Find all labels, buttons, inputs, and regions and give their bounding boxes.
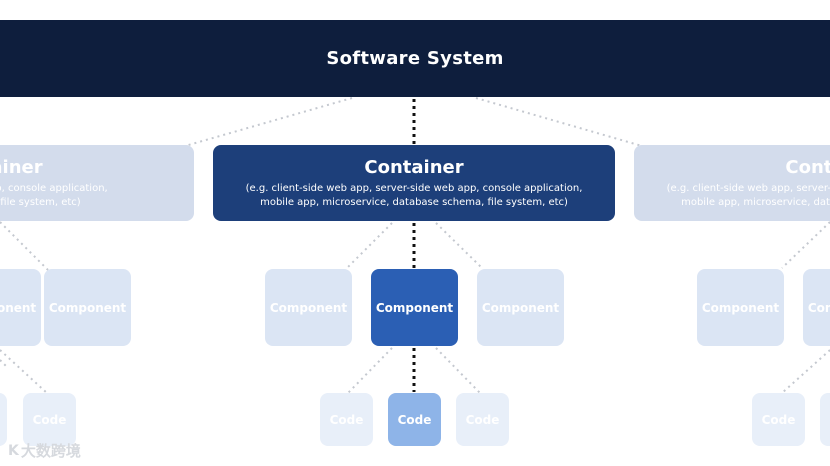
connector-left-component-to-code-2 xyxy=(0,359,7,367)
connector-right-component-to-code xyxy=(781,349,830,394)
component-right-1: Component xyxy=(697,269,784,346)
connector-right-container-to-component xyxy=(781,221,830,269)
watermark-text: 大数跨境 xyxy=(20,442,81,460)
connector-center-component-to-left-code xyxy=(347,347,393,394)
code-label: Code xyxy=(329,412,364,427)
container-right-desc-line1: (e.g. client-side web app, server-side w… xyxy=(666,182,830,194)
component-left-2: Component xyxy=(44,269,131,346)
container-center: Container (e.g. client-side web app, ser… xyxy=(213,145,615,221)
code-label: Code xyxy=(465,412,500,427)
code-right-2: Code xyxy=(820,393,830,446)
connector-left-container-to-component xyxy=(0,221,49,271)
component-label: Component xyxy=(48,300,127,315)
component-center-3: Component xyxy=(477,269,564,346)
container-center-desc-line2: mobile app, microservice, database schem… xyxy=(260,196,568,208)
container-left-desc-line1: (e.g. client-side web app, console appli… xyxy=(0,182,108,194)
watermark-logo-icon: K xyxy=(8,442,19,459)
watermark: K 大数跨境 xyxy=(8,440,81,461)
code-label: Code xyxy=(32,412,67,427)
component-label: Component xyxy=(807,300,830,315)
code-center-active: Code xyxy=(388,393,441,446)
container-center-title: Container xyxy=(364,156,464,178)
container-left-desc-line2: database schema, file system, etc) xyxy=(0,196,81,208)
connector-system-to-right-container xyxy=(475,97,643,147)
connector-left-component-to-code xyxy=(0,349,49,395)
component-label: Component xyxy=(269,300,348,315)
software-system-title: Software System xyxy=(326,48,504,69)
container-left-title: Container xyxy=(0,156,43,178)
code-left-2: Code xyxy=(23,393,76,446)
code-right-1: Code xyxy=(752,393,805,446)
component-label: Component xyxy=(375,300,454,315)
connector-system-to-left-container xyxy=(184,97,353,147)
container-right: Container (e.g. client-side web app, ser… xyxy=(634,145,830,221)
component-center-active: Component xyxy=(371,269,458,346)
code-center-3: Code xyxy=(456,393,509,446)
container-center-desc-line1: (e.g. client-side web app, server-side w… xyxy=(245,182,583,194)
code-label: Code xyxy=(397,412,432,427)
container-right-title: Container xyxy=(785,156,830,178)
component-label: Component xyxy=(0,300,37,315)
component-label: Component xyxy=(481,300,560,315)
connector-center-container-to-right-component xyxy=(435,222,483,269)
connector-center-container-to-left-component xyxy=(346,222,393,269)
component-left-1: Component xyxy=(0,269,41,346)
container-left: Container (e.g. client-side web app, con… xyxy=(0,145,194,221)
code-label: Code xyxy=(761,412,796,427)
software-system-box: Software System xyxy=(0,20,830,97)
code-left-1: Code xyxy=(0,393,7,446)
component-right-2: Component xyxy=(803,269,830,346)
connector-center-component-to-right-code xyxy=(435,347,481,394)
container-right-desc-line2: mobile app, microservice, database schem… xyxy=(681,196,830,208)
component-center-1: Component xyxy=(265,269,352,346)
code-center-1: Code xyxy=(320,393,373,446)
component-label: Component xyxy=(701,300,780,315)
